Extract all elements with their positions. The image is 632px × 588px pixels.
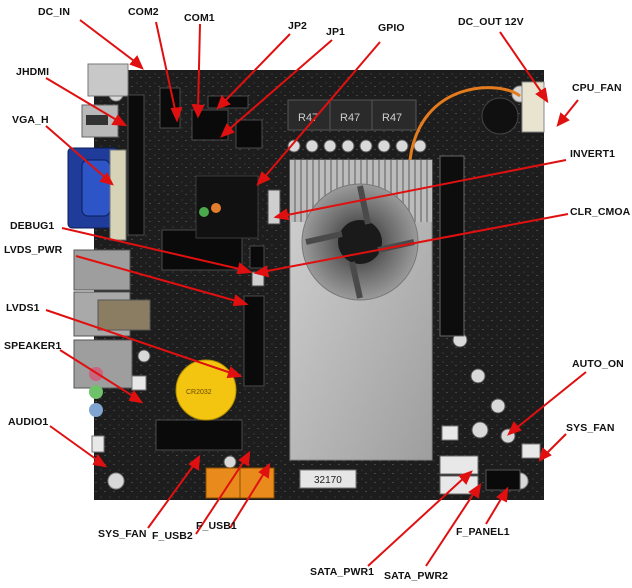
label-com1: COM1 <box>184 12 215 24</box>
label-debug1: DEBUG1 <box>10 220 55 232</box>
inductor-label: R47 <box>382 112 402 124</box>
buzzer <box>481 97 519 135</box>
label-auto-on: AUTO_ON <box>572 358 624 370</box>
label-f-panel1: F_PANEL1 <box>456 526 510 538</box>
label-sys-fan-right: SYS_FAN <box>566 422 615 434</box>
chip-sticker <box>299 469 357 489</box>
super-io-chip <box>195 175 259 239</box>
inductor-label: R47 <box>340 112 360 124</box>
chip-sticker-text: 32170 <box>314 475 342 486</box>
front-panel-header <box>485 469 521 491</box>
heatsink <box>289 159 433 461</box>
label-cpu-fan: CPU_FAN <box>572 82 622 94</box>
capacitors <box>137 139 516 469</box>
label-jp2: JP2 <box>288 20 307 32</box>
label-sata-pwr2: SATA_PWR2 <box>384 570 449 582</box>
label-lvds-pwr: LVDS_PWR <box>4 244 63 256</box>
cmos-battery: CR2032 <box>175 359 237 421</box>
label-jp1: JP1 <box>326 26 345 38</box>
label-speaker1: SPEAKER1 <box>4 340 62 352</box>
fan-cable <box>408 86 521 161</box>
label-invert1: INVERT1 <box>570 148 616 160</box>
label-dc-in: DC_IN <box>38 6 71 18</box>
label-dc-out: DC_OUT 12V <box>458 16 524 28</box>
label-sata-pwr1: SATA_PWR1 <box>310 566 375 578</box>
label-f-usb2: F_USB2 <box>152 530 193 542</box>
label-jhdmi: JHDMI <box>16 66 50 78</box>
sodimm-slot <box>439 155 465 337</box>
label-lvds1: LVDS1 <box>6 302 40 314</box>
label-sys-fan-left: SYS_FAN <box>98 528 147 540</box>
label-f-usb1: F_USB1 <box>196 520 237 532</box>
inductors: R47 R47 R47 <box>287 99 417 131</box>
battery-text: CR2032 <box>186 389 212 396</box>
sata-connectors <box>439 455 479 495</box>
label-com2: COM2 <box>128 6 159 18</box>
label-clr-cmoa: CLR_CMOA <box>570 206 631 218</box>
label-gpio: GPIO <box>378 22 405 34</box>
label-audio1: AUDIO1 <box>8 416 49 428</box>
callout-arrows <box>45 19 587 567</box>
label-vga-h: VGA_H <box>12 114 49 126</box>
